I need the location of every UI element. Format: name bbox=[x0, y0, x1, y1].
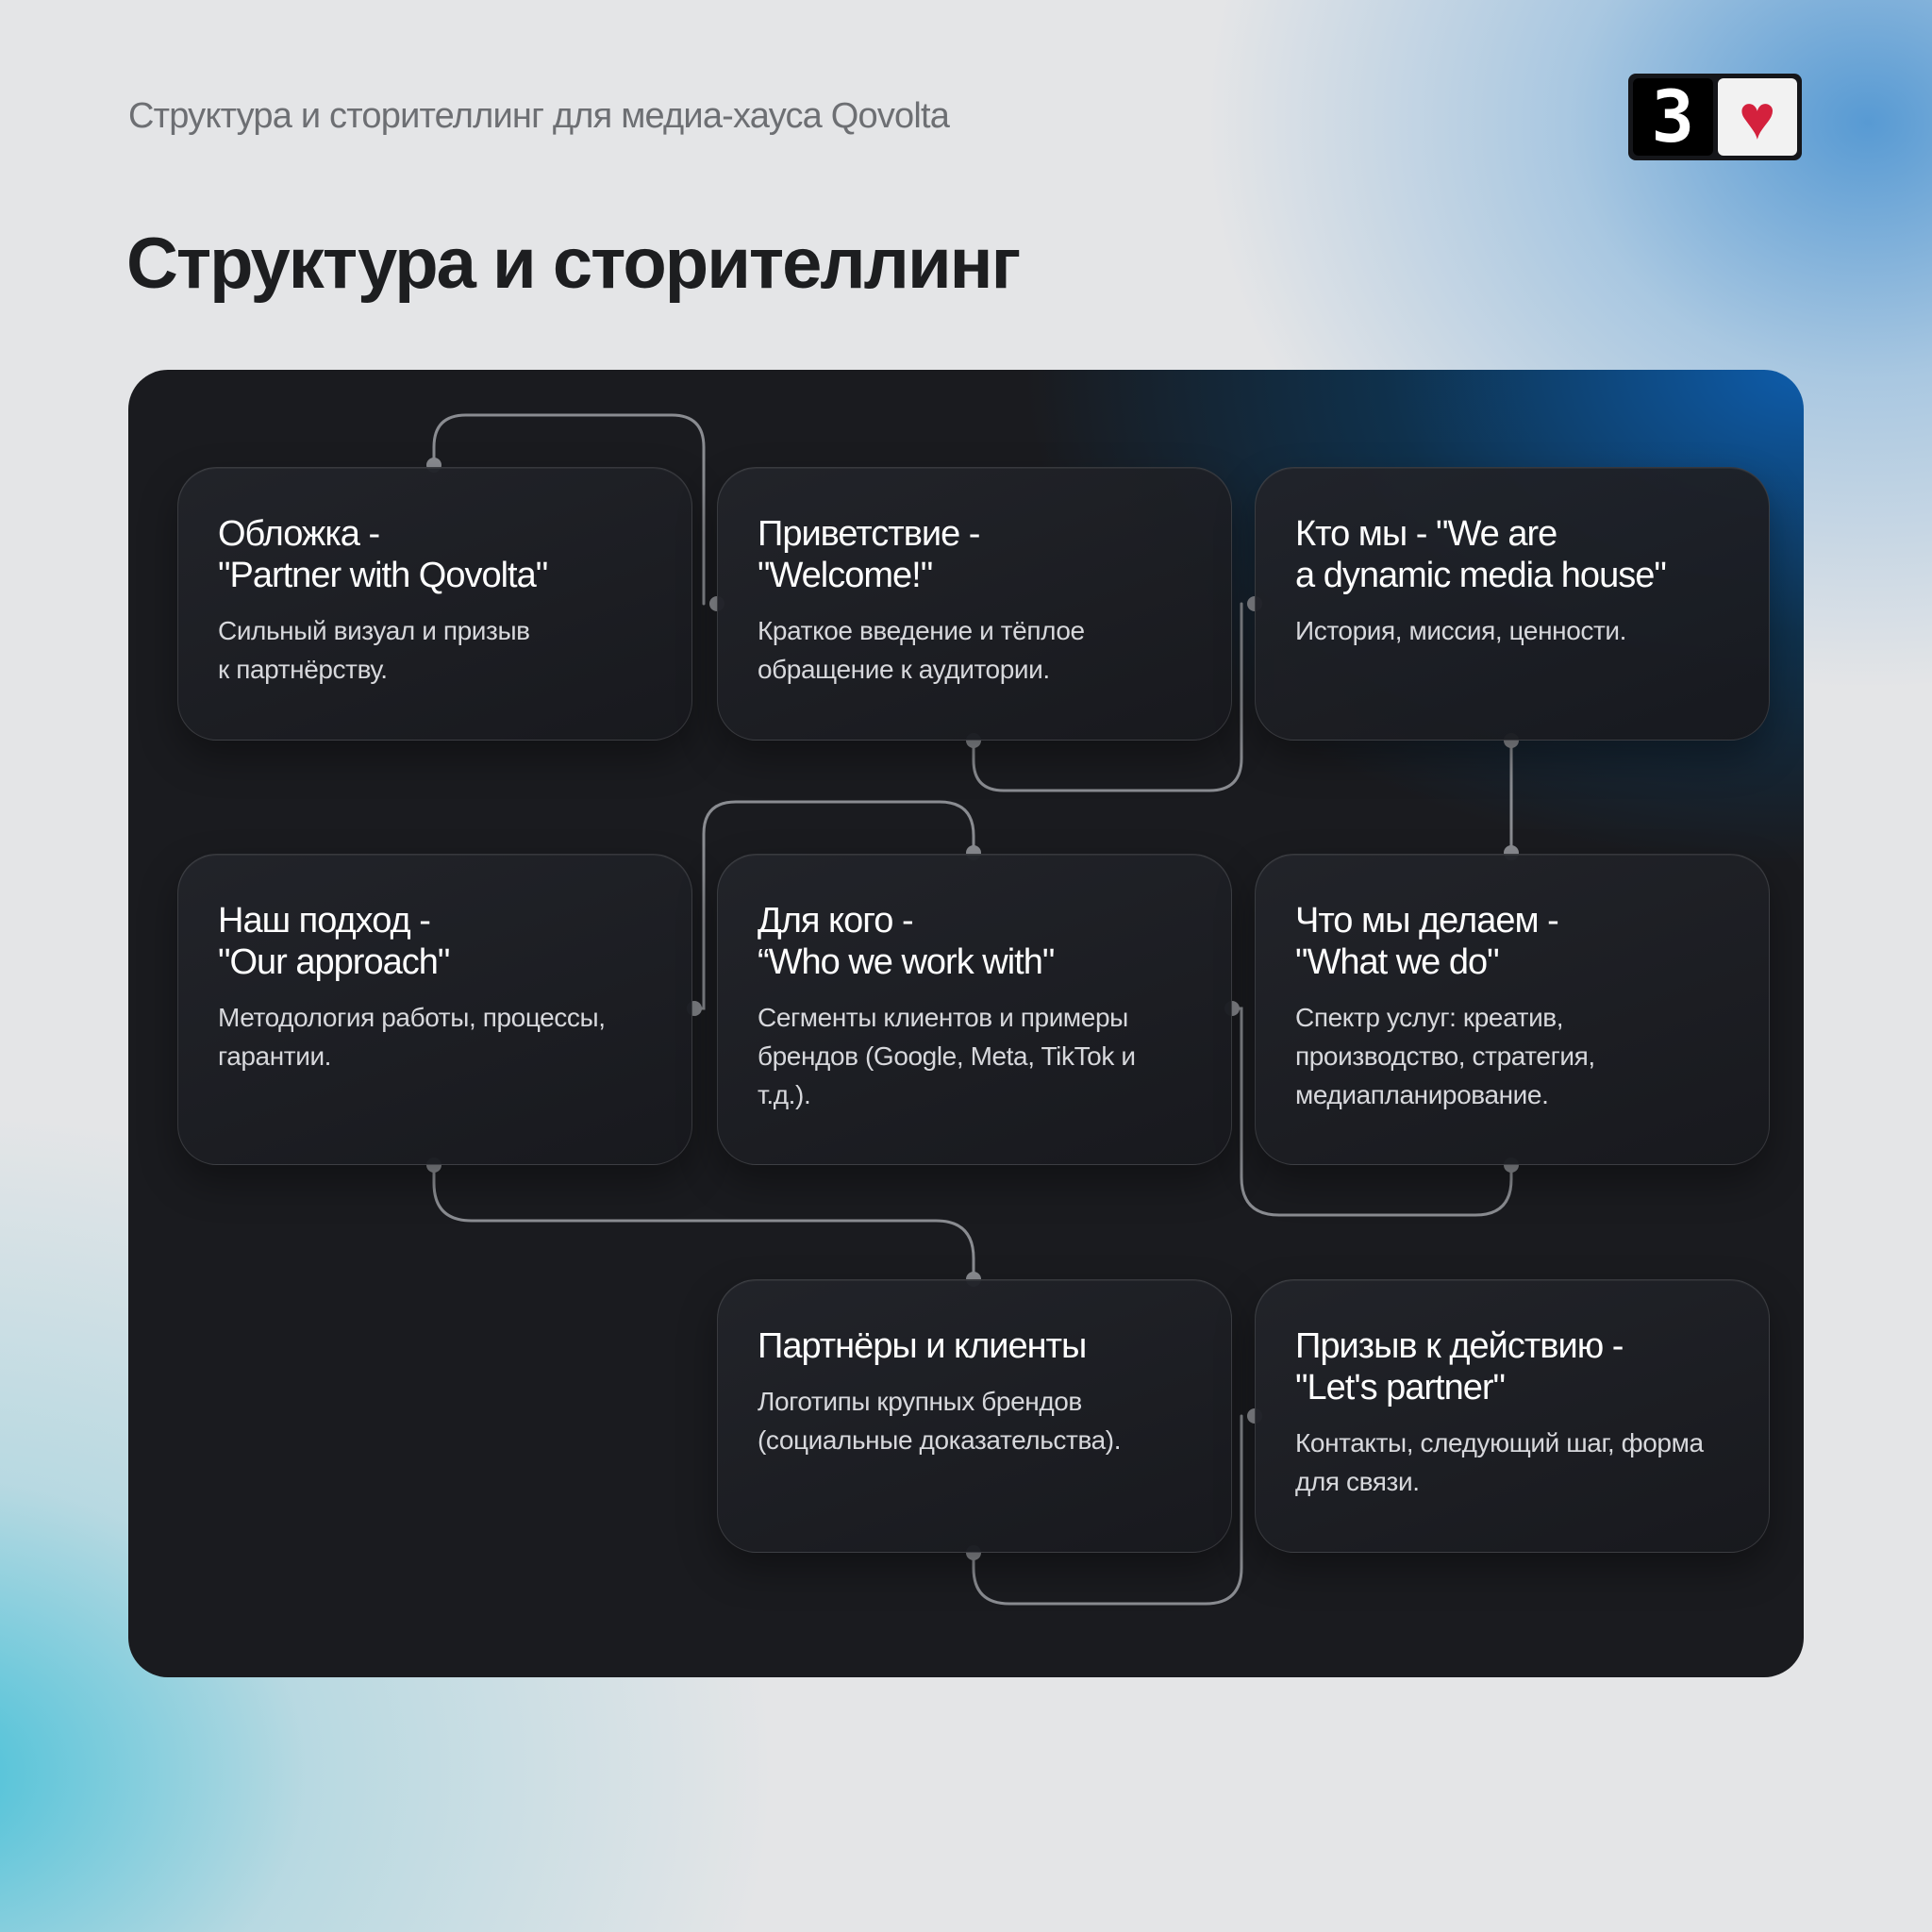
card-description: Сильный визуал и призыв к партнёрству. bbox=[218, 616, 530, 684]
pixel-heart-icon: ♥ bbox=[1739, 82, 1776, 152]
connector-2-3 bbox=[972, 602, 1243, 792]
logo-digit: 3 bbox=[1651, 75, 1695, 158]
logo-heart-tile: ♥ bbox=[1717, 78, 1797, 156]
card-title: Призыв к действию - "Let's partner" bbox=[1295, 1326, 1624, 1407]
card-title: Кто мы - "We are a dynamic media house" bbox=[1295, 514, 1667, 595]
storyline-board: Обложка - "Partner with Qovolta" Сильный… bbox=[128, 370, 1804, 1677]
connector-5-4 bbox=[692, 800, 975, 1010]
card-title: Наш подход - "Our approach" bbox=[218, 901, 450, 982]
card-cover[interactable]: Обложка - "Partner with Qovolta" Сильный… bbox=[177, 467, 692, 741]
card-our-approach[interactable]: Наш подход - "Our approach" Методология … bbox=[177, 854, 692, 1165]
card-description: Краткое введение и тёплое обращение к ау… bbox=[758, 616, 1085, 684]
card-who-we-are[interactable]: Кто мы - "We are a dynamic media house" … bbox=[1255, 467, 1770, 741]
card-description: Логотипы крупных брендов (социальные док… bbox=[758, 1387, 1122, 1455]
card-what-we-do[interactable]: Что мы делаем - "What we do" Спектр услу… bbox=[1255, 854, 1770, 1165]
logo-digit-tile: 3 bbox=[1633, 78, 1713, 156]
card-title: Что мы делаем - "What we do" bbox=[1295, 901, 1559, 982]
card-description: Сегменты клиентов и примеры брендов (Goo… bbox=[758, 1003, 1136, 1109]
connector-6-5 bbox=[1230, 1007, 1513, 1217]
card-welcome[interactable]: Приветствие - "Welcome!" Краткое введени… bbox=[717, 467, 1232, 741]
page-title: Структура и сторителлинг bbox=[126, 224, 1021, 304]
card-title: Для кого - “Who we work with" bbox=[758, 901, 1055, 982]
card-title: Приветствие - "Welcome!" bbox=[758, 514, 980, 595]
connector-1-2 bbox=[432, 413, 706, 606]
card-who-we-work-with[interactable]: Для кого - “Who we work with" Сегменты к… bbox=[717, 854, 1232, 1165]
card-description: Спектр услуг: креатив, производство, стр… bbox=[1295, 1003, 1595, 1109]
card-description: Методология работы, процессы, гарантии. bbox=[218, 1003, 606, 1071]
card-title: Партнёры и клиенты bbox=[758, 1326, 1087, 1366]
card-title: Обложка - "Partner with Qovolta" bbox=[218, 514, 548, 595]
brand-logo: 3 ♥ bbox=[1628, 74, 1802, 160]
card-description: Контакты, следующий шаг, форма для связи… bbox=[1295, 1428, 1704, 1496]
card-partners-clients[interactable]: Партнёры и клиенты Логотипы крупных брен… bbox=[717, 1279, 1232, 1553]
card-description: История, миссия, ценности. bbox=[1295, 616, 1627, 645]
page-subtitle: Структура и сторителлинг для медиа-хауса… bbox=[128, 96, 950, 136]
card-call-to-action[interactable]: Призыв к действию - "Let's partner" Конт… bbox=[1255, 1279, 1770, 1553]
connector-4-7 bbox=[432, 1163, 975, 1281]
connector-7-8 bbox=[972, 1414, 1243, 1606]
